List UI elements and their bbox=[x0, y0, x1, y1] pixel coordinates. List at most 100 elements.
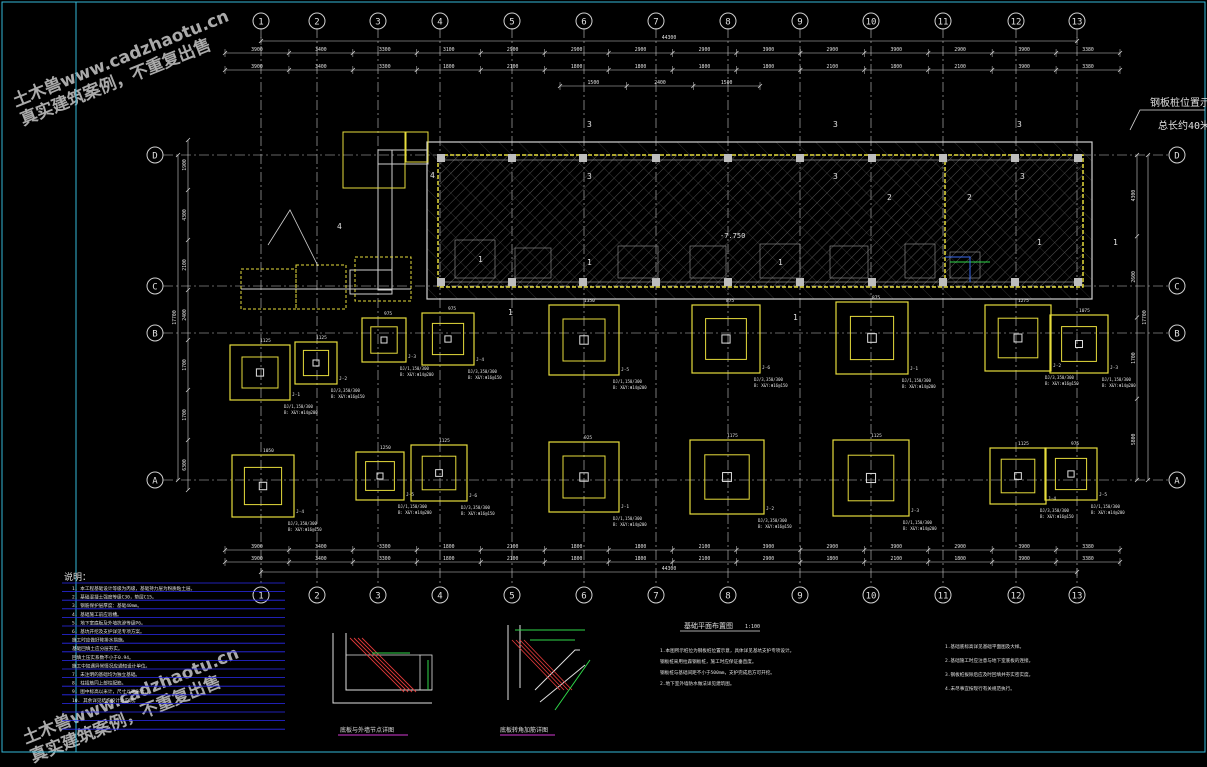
footing-tag: J-1 bbox=[621, 504, 629, 510]
right-note-item: 4.未尽事宜按现行有关规范执行。 bbox=[945, 685, 1015, 692]
notes-item: 回填土压实系数不小于0.94。 bbox=[72, 654, 134, 661]
dim-top-row-text: 2900 bbox=[699, 47, 711, 53]
footing-outline bbox=[548, 441, 620, 513]
axis-label-3: 3 bbox=[375, 592, 380, 602]
axis-bubble-10 bbox=[862, 12, 880, 30]
footing-step bbox=[365, 461, 395, 491]
dim-right-total-tick bbox=[1145, 477, 1151, 483]
footing-column bbox=[435, 469, 443, 477]
dim-top-sub-text: 3400 bbox=[315, 64, 327, 70]
footing-outline bbox=[231, 454, 295, 518]
axis-label-12: 12 bbox=[1011, 592, 1022, 602]
dim-left-text: 1700 bbox=[182, 359, 188, 371]
footing-note: B: X&Y:Φ16@150 bbox=[1045, 381, 1079, 386]
dim-left-text: 1900 bbox=[182, 159, 188, 171]
footing-step bbox=[243, 466, 283, 506]
footing-column bbox=[1013, 333, 1023, 343]
axis-label-C: C bbox=[1174, 283, 1179, 293]
axis-label-A: A bbox=[1174, 477, 1180, 487]
footing-tag: J-2 bbox=[339, 376, 347, 382]
footing-note: B: X&Y:Φ14@200 bbox=[400, 372, 434, 377]
footing-tag: J-6 bbox=[469, 493, 477, 499]
axis-bubble-A bbox=[146, 471, 164, 489]
footing-dim: 975 bbox=[384, 311, 392, 317]
axis-bubble-B bbox=[146, 324, 164, 342]
footing-note: B: X&Y:Φ14@200 bbox=[1102, 383, 1136, 388]
svg-text:2: 2 bbox=[887, 193, 892, 202]
notes-item: 2. 基础混凝土强度等级C30，垫层C15。 bbox=[72, 594, 157, 601]
axis-label-5: 5 bbox=[509, 592, 514, 602]
footing-dim: 1125 bbox=[1018, 441, 1029, 447]
axis-bubble-8 bbox=[719, 12, 737, 30]
footing-note: DJ/1,150/300 bbox=[613, 516, 642, 521]
axis-bubble-10 bbox=[862, 586, 880, 604]
footing-step bbox=[421, 455, 457, 491]
dim-bottom-row-text: 3900 bbox=[763, 544, 775, 550]
footing-note: DJ/3,350/300 bbox=[461, 505, 490, 510]
axis-label-2: 2 bbox=[314, 18, 319, 28]
axis-label-10: 10 bbox=[866, 18, 877, 28]
footing-outline bbox=[691, 304, 761, 374]
svg-text:3: 3 bbox=[833, 172, 838, 181]
notes-item: 施工中如遇异常情况应通知设计单位。 bbox=[72, 662, 150, 669]
sheet-pile-note-line2: 总长约40米 bbox=[1158, 119, 1207, 132]
svg-text:3: 3 bbox=[587, 120, 592, 129]
footing-note: B: X&Y:Φ14@200 bbox=[613, 522, 647, 527]
dim-left-tick bbox=[185, 437, 191, 443]
dim-right-text: 5800 bbox=[1131, 433, 1137, 445]
plan-note-item: 钢板桩与基础间距不小于500mm，支护完成后方可开挖。 bbox=[660, 669, 775, 676]
footing-outline bbox=[421, 312, 475, 366]
dim-bottom-sub-text: 3300 bbox=[379, 556, 391, 562]
footing-note: DJ/3,350/300 bbox=[758, 518, 787, 523]
svg-text:4: 4 bbox=[430, 171, 435, 180]
footing-tag: J-5 bbox=[406, 492, 414, 498]
dim-top-sub-text: 3300 bbox=[379, 64, 391, 70]
dim-left-total-tick bbox=[175, 477, 181, 483]
dim-left-total-text: 17700 bbox=[172, 310, 178, 325]
footing-step bbox=[704, 454, 750, 500]
footing-tag: J-2 bbox=[1053, 363, 1061, 369]
axis-label-2: 2 bbox=[314, 592, 319, 602]
svg-text:3: 3 bbox=[1017, 120, 1022, 129]
axis-bubble-4 bbox=[431, 12, 449, 30]
dim-top-row-text: 3900 bbox=[1018, 47, 1030, 53]
notes-item: 3. 钢筋保护层厚度：基础40mm。 bbox=[72, 602, 142, 609]
footing-column bbox=[444, 335, 452, 343]
axis-bubble-C bbox=[1168, 277, 1186, 295]
axis-label-8: 8 bbox=[725, 592, 730, 602]
footing-column bbox=[721, 334, 731, 344]
right-note-item: 2.基础施工时应注意与地下室底板的连接。 bbox=[945, 657, 1033, 664]
notes-item: 4. 基础施工前应验槽。 bbox=[72, 611, 122, 618]
dim-left-tick bbox=[185, 287, 191, 293]
dim-left-tick bbox=[185, 387, 191, 393]
notes-item: 施工时应做好降排水措施。 bbox=[72, 637, 127, 644]
dim-top-sub-text: 3380 bbox=[1082, 64, 1094, 70]
dim-overall-top-text: 44300 bbox=[662, 35, 677, 41]
footing-note: DJ/1,150/300 bbox=[613, 379, 642, 384]
footing-step bbox=[997, 317, 1039, 359]
axis-bubble-3 bbox=[369, 12, 387, 30]
footing-tag: J-4 bbox=[476, 357, 484, 363]
footing-note: DJ/3,350/300 bbox=[288, 521, 317, 526]
svg-text:1: 1 bbox=[1113, 238, 1118, 247]
dim-top-row-text: 3900 bbox=[251, 47, 263, 53]
footing-note: DJ/3,350/300 bbox=[1045, 375, 1074, 380]
dim-top-sub-text: 1800 bbox=[635, 64, 647, 70]
axis-label-13: 13 bbox=[1072, 18, 1083, 28]
footing-outline bbox=[410, 444, 468, 502]
dim-bottom-sub-text: 1800 bbox=[443, 556, 455, 562]
dim-left-text: 2400 bbox=[182, 309, 188, 321]
dim-bottom-row-text: 3380 bbox=[1082, 544, 1094, 550]
axis-label-7: 7 bbox=[653, 592, 658, 602]
dim-left-text: 6300 bbox=[182, 459, 188, 471]
plan-note-item: 1.本图所示桩位为钢板桩位置示意，具体详见基坑支护专项设计。 bbox=[660, 647, 794, 654]
dim-bottom-row-text: 3300 bbox=[379, 544, 391, 550]
